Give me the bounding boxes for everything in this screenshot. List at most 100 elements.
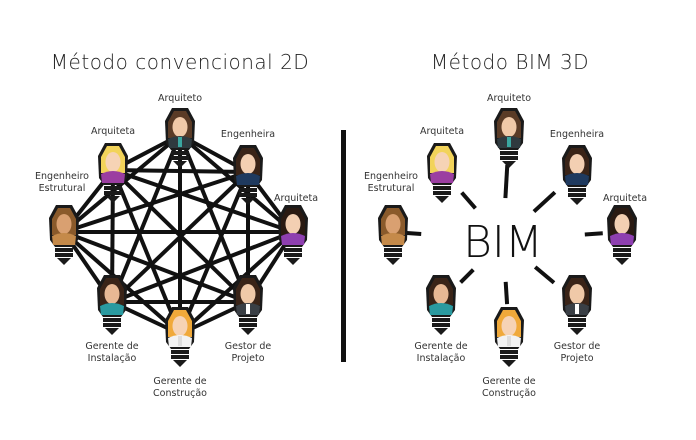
face-icon [104,284,120,304]
connection-line [63,230,249,304]
face-icon [240,154,256,174]
bulb-base-icon [239,318,257,322]
face-icon [240,284,256,304]
person-label: Instalação [88,353,137,364]
bulb-base-icon [433,186,451,190]
bulb-base-icon [239,323,257,327]
spoke-line [460,191,477,210]
bulb-base-icon [171,151,189,155]
person-label: Arquiteta [420,126,464,137]
divider [341,130,346,362]
bulb-tip-icon [615,258,629,265]
person-label: Arquiteto [158,93,202,104]
person-label: Gerente de [414,341,467,352]
bulb-base-icon [433,191,451,195]
shirt-detail-icon [178,336,182,346]
bulb-base-icon [284,248,302,252]
person-right-1: Arquiteta [420,126,464,203]
bulb-base-icon [55,253,73,257]
person-right-4: Arquiteta [603,193,647,265]
shirt-detail-icon [246,174,250,184]
person-label: Estrutural [368,183,415,194]
bulb-base-icon [500,151,518,155]
bulb-base-icon [284,253,302,257]
bulb-base-icon [239,193,257,197]
person-label: Engenheiro [35,171,89,182]
connection-line [110,170,250,304]
shirt-detail-icon [291,234,295,244]
person-label: Projeto [560,353,593,364]
bulb-base-icon [171,350,189,354]
spoke-line [584,231,603,237]
spoke-line [533,265,556,285]
bulb-base-icon [500,350,518,354]
connection-line [112,168,249,174]
shirt-detail-icon [440,172,444,182]
spoke-line [459,268,475,284]
shirt-detail-icon [439,304,443,314]
bulb-base-icon [384,253,402,257]
person-label: Engenheiro [364,171,418,182]
bulb-base-icon [104,186,122,190]
bulb-tip-icon [286,258,300,265]
person-right-2: Engenheira [550,129,604,205]
face-icon [569,154,585,174]
bim-center-label: BIM [463,217,543,268]
person-left-2: Engenheira [221,129,275,205]
bulb-tip-icon [241,328,255,335]
person-label: Instalação [417,353,466,364]
shirt-detail-icon [620,234,624,244]
face-icon [501,316,517,336]
bulb-base-icon [500,156,518,160]
spoke-line [532,190,557,214]
person-label: Arquiteta [91,126,135,137]
person-label: Arquiteta [603,193,647,204]
person-label: Projeto [231,353,264,364]
bulb-base-icon [568,318,586,322]
shirt-detail-icon [507,137,511,147]
shirt-detail-icon [575,174,579,184]
bulb-base-icon [432,323,450,327]
face-icon [385,214,401,234]
person-left-4: Arquiteta [274,193,318,265]
person-label: Arquiteta [274,193,318,204]
face-icon [105,152,121,172]
shirt-detail-icon [246,304,250,314]
right-diagram-title: Método BIM 3D [430,50,590,74]
bulb-tip-icon [435,196,449,203]
bulb-tip-icon [173,161,187,168]
shirt-detail-icon [62,234,66,244]
person-label: Engenheira [221,129,275,140]
person-label: Construção [482,388,536,399]
bulb-base-icon [568,188,586,192]
bulb-base-icon [103,318,121,322]
bulb-tip-icon [241,198,255,205]
left-diagram-title: Método convencional 2D [50,50,310,74]
person-label: Estrutural [39,183,86,194]
shirt-detail-icon [507,336,511,346]
bulb-base-icon [104,191,122,195]
person-label: Gerente de [153,376,206,387]
bulb-base-icon [568,323,586,327]
shirt-detail-icon [178,137,182,147]
bulb-base-icon [613,253,631,257]
bulb-tip-icon [106,196,120,203]
connection-line [112,168,294,234]
shirt-detail-icon [575,304,579,314]
person-left-0: Arquiteto [158,93,202,168]
connection-line [110,134,182,303]
face-icon [614,214,630,234]
person-label: Arquiteto [487,93,531,104]
face-icon [172,316,188,336]
bulb-tip-icon [105,328,119,335]
spoke-line [503,164,510,199]
